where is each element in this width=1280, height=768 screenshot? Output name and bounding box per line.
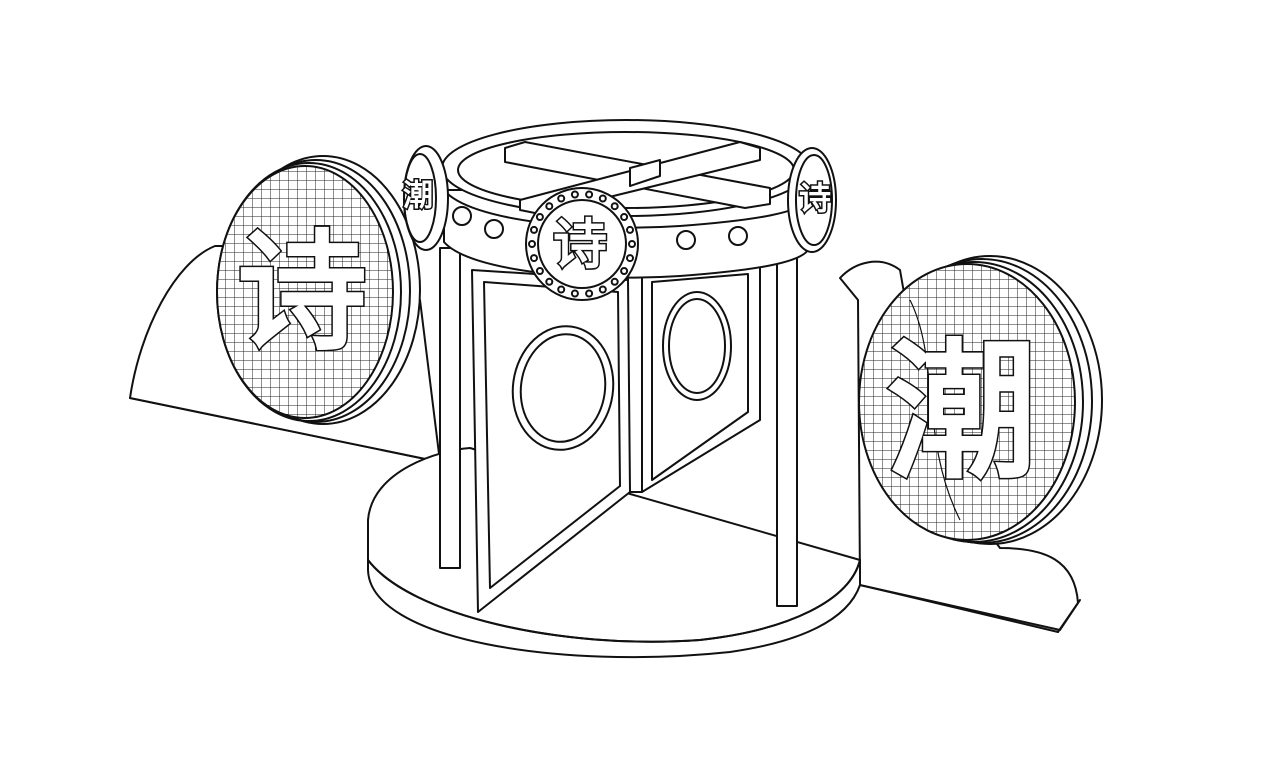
drum-left-glyph: 潮 — [403, 179, 433, 214]
right-glass-panel — [641, 261, 761, 493]
rivet-dot — [535, 213, 544, 221]
rivet-dot — [620, 267, 629, 275]
rivet-dot — [570, 190, 579, 199]
drum-right-medallion: 诗 — [787, 147, 837, 253]
rivet-dot — [535, 267, 544, 275]
rivet-dot — [626, 225, 634, 234]
rivet-dot — [528, 240, 536, 248]
rivet-dot — [570, 289, 579, 298]
left-post — [439, 247, 461, 569]
rivet-dot — [557, 194, 566, 203]
rivet-dot — [585, 289, 594, 298]
drum-front-medallion: 诗 — [525, 187, 639, 301]
rivet-dot — [628, 240, 636, 248]
rivet-dot — [610, 202, 619, 211]
rivet-dot — [620, 213, 629, 221]
rivet-dot — [585, 190, 594, 199]
drum-front-glyph: 诗 — [553, 212, 607, 276]
medallion-rivets — [528, 190, 636, 298]
rivet-dot — [530, 225, 538, 234]
band-bulbs — [452, 206, 748, 250]
drum-right-glyph: 诗 — [799, 179, 831, 217]
rivet-dot — [610, 277, 619, 286]
right-post — [776, 247, 798, 607]
drum-structure: 潮 诗 诗 — [402, 119, 837, 613]
left-sign-glyph: 诗 — [237, 216, 367, 369]
rivet-dot — [598, 285, 607, 294]
left-sign: 诗 — [216, 155, 421, 425]
rivet-dot — [557, 285, 566, 294]
rivet-dot — [545, 277, 554, 286]
rivet-dot — [626, 254, 634, 263]
right-sign-glyph: 潮 — [887, 324, 1037, 500]
left-glass-panel — [471, 269, 631, 613]
rivet-dot — [598, 194, 607, 203]
drum-left-medallion: 潮 — [402, 145, 449, 251]
rivet-dot — [545, 202, 554, 211]
rivet-dot — [530, 254, 538, 263]
right-sign: 潮 — [858, 255, 1103, 545]
